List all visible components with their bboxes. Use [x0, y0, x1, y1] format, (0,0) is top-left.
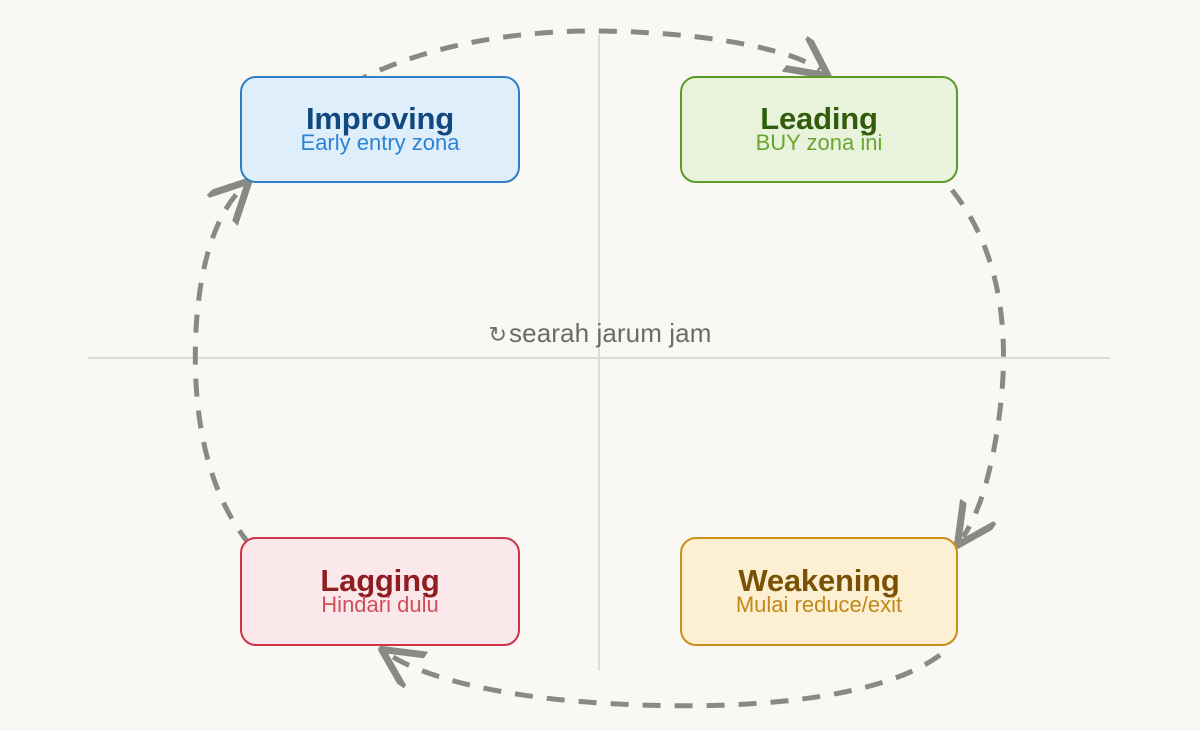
quadrant-improving-subtitle: Early entry zona: [300, 129, 460, 155]
quadrant-lagging[interactable]: Lagging Hindari dulu: [240, 537, 520, 646]
arc-weakening-to-lagging: [390, 655, 942, 709]
center-flow-label-text: searah jarum jam: [509, 318, 712, 348]
quadrant-improving-title: Improving: [305, 101, 455, 137]
vertical-axis-line: [598, 35, 600, 671]
quadrant-lagging-title: Lagging: [320, 563, 440, 599]
arc-lagging-to-improving: [192, 188, 250, 547]
quadrant-leading-subtitle: BUY zona ini: [755, 129, 883, 155]
quadrant-improving[interactable]: Improving Early entry zona: [240, 76, 520, 183]
quadrant-weakening-subtitle: Mulai reduce/exit: [735, 591, 903, 617]
quadrant-leading-title: Leading: [760, 101, 878, 137]
center-flow-label: ↻searah jarum jam: [0, 318, 1200, 349]
quadrant-lagging-subtitle: Hindari dulu: [321, 591, 439, 617]
quadrant-weakening[interactable]: Weakening Mulai reduce/exit: [680, 537, 958, 646]
quadrant-leading[interactable]: Leading BUY zona ini: [680, 76, 958, 183]
quadrant-weakening-title: Weakening: [738, 563, 900, 599]
clockwise-rotation-icon: ↻: [488, 322, 508, 347]
arc-leading-to-weakening: [950, 188, 1006, 537]
